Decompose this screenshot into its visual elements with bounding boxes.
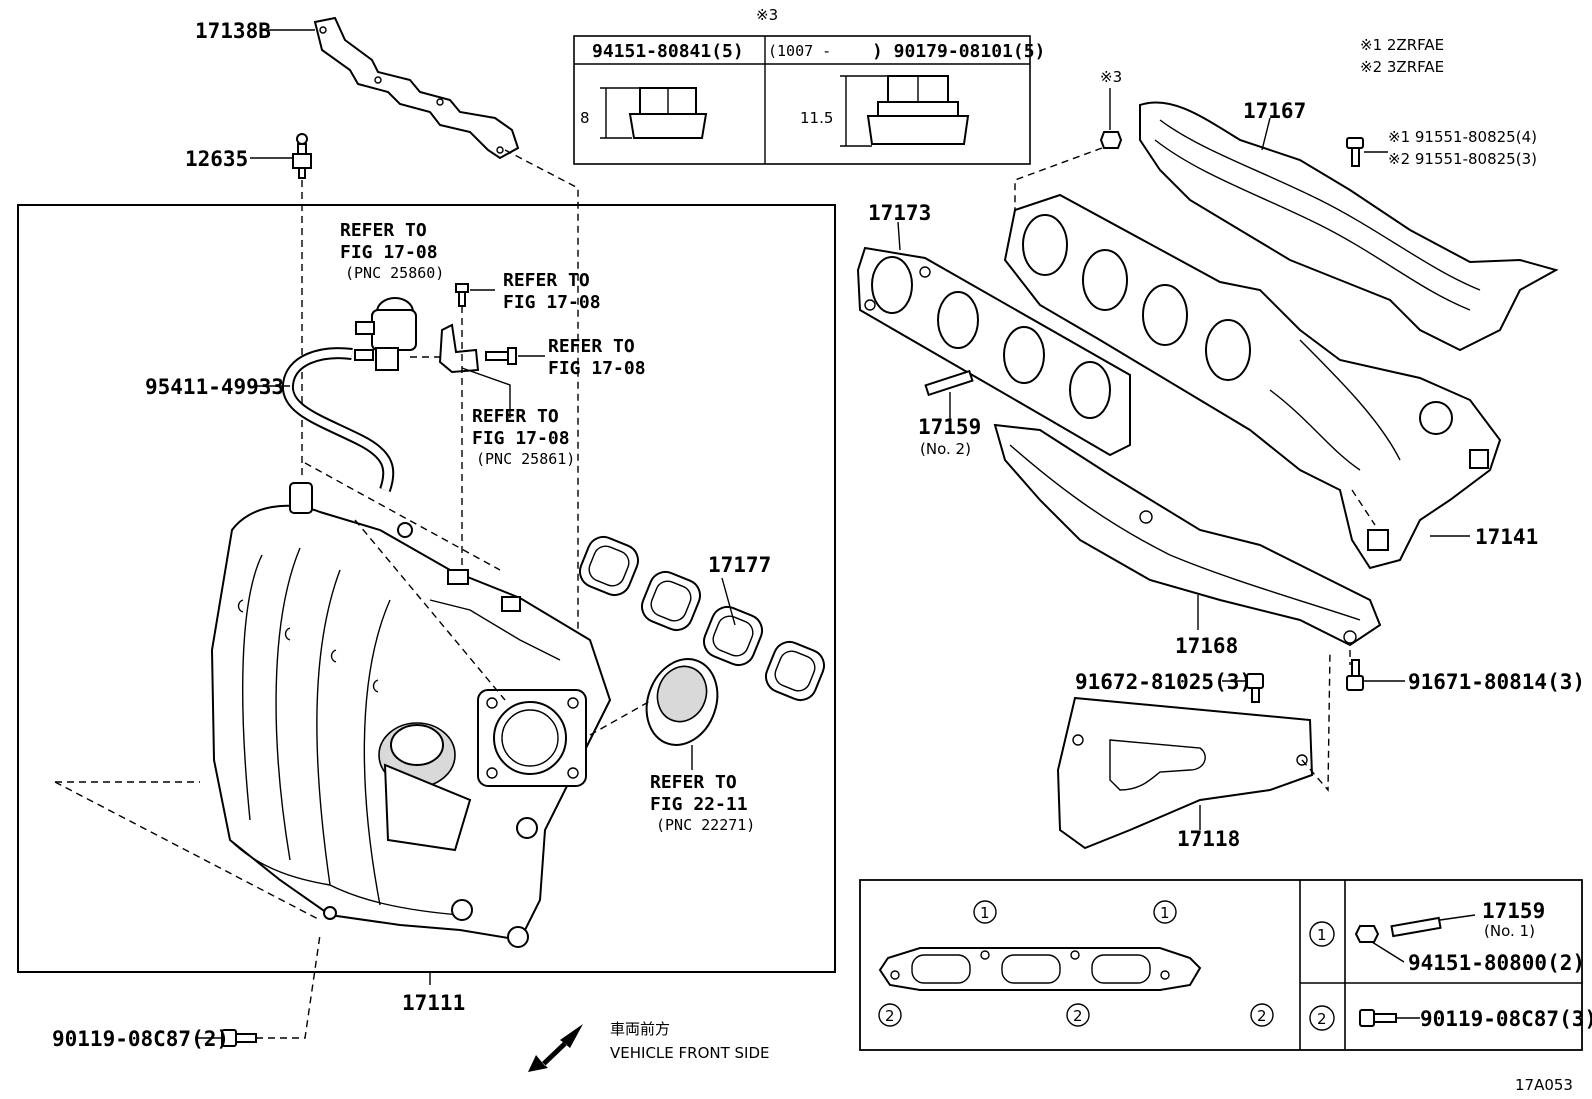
heat-insulator-17167 <box>1139 101 1559 352</box>
refer3-line2: FIG 17-08 <box>548 358 646 379</box>
gasket-callout-1b: 1 <box>1160 904 1170 922</box>
legend-line1: ※1 2ZRFAE <box>1360 36 1444 54</box>
heat-insulator-17168 <box>993 423 1382 647</box>
label-17168: 17168 <box>1175 634 1238 658</box>
bolt-refer2 <box>455 283 469 307</box>
table-callout-1: 1 <box>1317 926 1327 944</box>
nut-mark-3: ※3 <box>1100 68 1122 86</box>
label-95411: 95411-49933 <box>145 375 284 399</box>
label-17173: 17173 <box>868 201 931 225</box>
bolt-91671 <box>1346 659 1364 691</box>
refer1-line3: (PNC 25860) <box>345 264 444 282</box>
refer2-line2: FIG 17-08 <box>503 292 601 313</box>
label-17159-top-sub: (No. 2) <box>920 440 971 458</box>
gasket-callout-2c: 2 <box>1257 1007 1267 1025</box>
label-94151: 94151-80800(2) <box>1408 951 1585 975</box>
nut-col2-header: ) 90179-08101(5) <box>872 41 1045 62</box>
intake-assembly-frame <box>17 204 836 973</box>
exhaust-manifold-17141 <box>1003 193 1502 570</box>
table-callout-2: 2 <box>1317 1010 1327 1028</box>
nut-col1-header: 94151-80841(5) <box>592 41 744 62</box>
gasket-detail-table: 1 1 2 2 2 1 2 17159 (No. 1) 94151-80800(… <box>859 879 1592 1051</box>
nut-table: 94151-80841(5) (1007 - ) 90179-08101(5) … <box>573 35 1045 165</box>
nut-table-note: ※3 <box>756 6 778 24</box>
label-91672: 91672-81025(3) <box>1075 670 1252 694</box>
vehicle-front-arrow <box>528 1024 583 1072</box>
label-17159-box: 17159 <box>1482 899 1545 923</box>
label-17118: 17118 <box>1177 827 1240 851</box>
vehicle-front-jp: 車両前方 <box>610 1020 670 1038</box>
gasket-17177 <box>578 535 826 702</box>
refer5-line2: FIG 22-11 <box>650 794 748 815</box>
figure-id: 17A053 <box>1515 1076 1573 1094</box>
throttle-gasket <box>645 658 719 746</box>
label-17159-top: 17159 <box>918 415 981 439</box>
vehicle-front-en: VEHICLE FRONT SIDE <box>610 1044 770 1062</box>
bolt-91551 <box>1346 137 1364 167</box>
refer4-line2: FIG 17-08 <box>472 428 570 449</box>
refer2-line1: REFER TO <box>503 270 590 291</box>
refer3-line1: REFER TO <box>548 336 635 357</box>
bolt2-label: ※2 91551-80825(3) <box>1388 150 1537 168</box>
vsv-valve <box>354 297 417 371</box>
gasket-callout-2a: 2 <box>885 1007 895 1025</box>
bracket-17118 <box>1056 696 1314 850</box>
legend-line2: ※2 3ZRFAE <box>1360 58 1444 76</box>
refer1-line1: REFER TO <box>340 220 427 241</box>
label-17138B: 17138B <box>195 19 271 43</box>
label-17141: 17141 <box>1475 525 1538 549</box>
nut-col2-prefix: (1007 - <box>768 42 831 60</box>
vsv-bracket <box>438 323 480 374</box>
gasket-callout-1a: 1 <box>980 904 990 922</box>
label-17167: 17167 <box>1243 99 1306 123</box>
refer4-line3: (PNC 25861) <box>476 450 575 468</box>
label-91671: 91671-80814(3) <box>1408 670 1585 694</box>
bolt1-label: ※1 91551-80825(4) <box>1388 128 1537 146</box>
stud-12635 <box>292 133 312 179</box>
label-17111: 17111 <box>402 991 465 1015</box>
bolt-90119-left <box>221 1029 257 1047</box>
label-17159-box-sub: (No. 1) <box>1484 922 1535 940</box>
label-90119-left: 90119-08C87(2) <box>52 1027 229 1051</box>
bracket-17138B <box>313 16 520 160</box>
nut-3 <box>1099 131 1123 149</box>
nut-col1-dim: 8 <box>580 109 590 127</box>
bolt-refer3 <box>485 347 517 365</box>
label-90119-right: 90119-08C87(3) <box>1420 1007 1592 1031</box>
intake-manifold-17111 <box>210 482 612 948</box>
refer4-line1: REFER TO <box>472 406 559 427</box>
label-17177: 17177 <box>708 553 771 577</box>
refer1-line2: FIG 17-08 <box>340 242 438 263</box>
refer5-line1: REFER TO <box>650 772 737 793</box>
nut-col2-dim: 11.5 <box>800 109 833 127</box>
stud-17159-no2 <box>924 369 974 397</box>
refer5-line3: (PNC 22271) <box>656 816 755 834</box>
gasket-17173 <box>856 246 1131 457</box>
gasket-callout-2b: 2 <box>1073 1007 1083 1025</box>
label-12635: 12635 <box>185 147 248 171</box>
hose-95411 <box>282 347 395 492</box>
